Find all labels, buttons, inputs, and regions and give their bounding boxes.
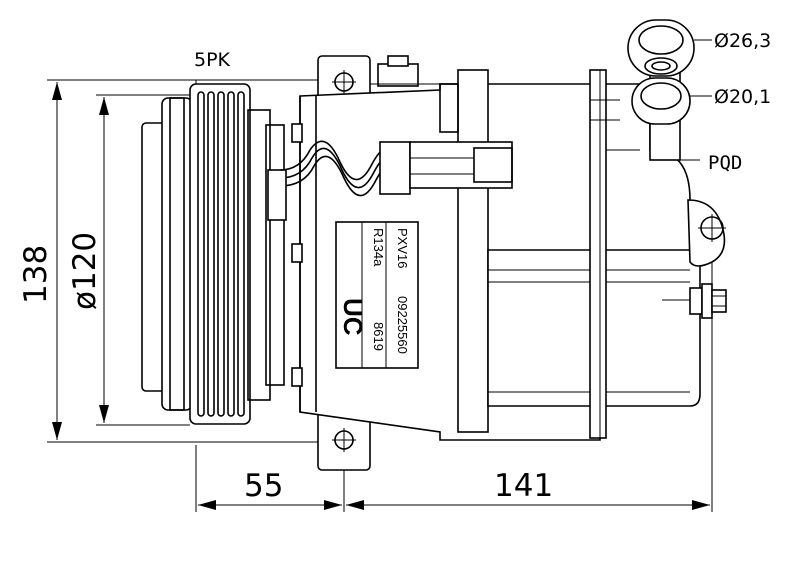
length-dimension-label: 141 [494,468,553,504]
plate-code: 8619 [371,322,386,351]
height-dimension-label: 138 [18,245,54,304]
plate-refrigerant: R134a [371,228,386,267]
pulley-groove [217,91,225,417]
name-plate: PXV16 09225560 R134a 8619 UC [335,221,419,369]
pulley-groove [207,91,215,417]
pulley [141,83,285,425]
fitting-label: PQD [708,152,742,174]
belt-label: 5PK [194,49,231,71]
port-large-label: Ø26,3 [714,30,771,52]
pulley-groove [197,91,205,417]
offset-dimension-label: 55 [244,468,283,504]
pulley-groove [237,91,245,417]
plate-model: PXV16 [395,228,410,268]
port-small-label: Ø20,1 [714,86,771,108]
hose-ports [627,19,712,161]
electrical-connector [267,140,513,221]
plate-part-number: 09225560 [395,296,410,354]
pulley-diameter-label: ø120 [67,232,103,310]
plate-brand: UC [338,298,368,336]
pulley-groove [227,91,235,417]
